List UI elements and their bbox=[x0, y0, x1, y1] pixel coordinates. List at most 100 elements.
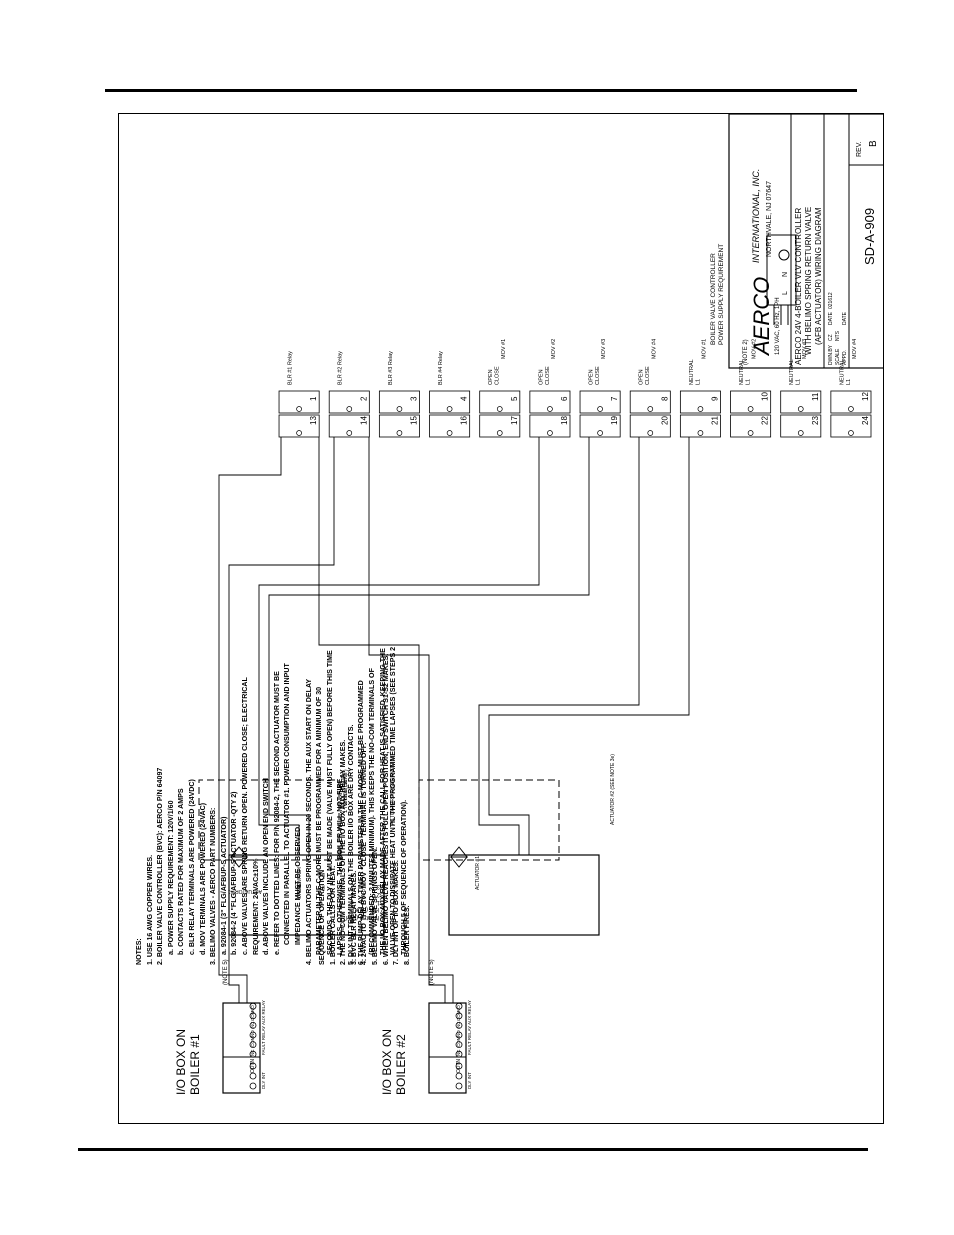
io-terminal-screw-icon bbox=[455, 1002, 463, 1010]
note-line: a. 92084-1 (3" FLG/AFBUP-S ACTUATOR) bbox=[219, 816, 228, 955]
sequence-step: 5. BELIMO VALVE SPRINGS OPEN. bbox=[370, 847, 379, 965]
bvc-terminal-label: L1 bbox=[746, 379, 752, 385]
company-sub: INTERNATIONAL, INC. bbox=[751, 169, 761, 263]
rev-label: REV. bbox=[856, 141, 863, 157]
bvc-screw-icon bbox=[496, 430, 503, 436]
io-box-2-in: IN bbox=[456, 1059, 462, 1064]
actuator-2-label-b: ACTUATOR #2 (SEE NOTE 3e) bbox=[610, 754, 616, 825]
bvc-terminal-label: OPEN bbox=[538, 369, 544, 385]
bvc-terminal-label: OPEN bbox=[639, 369, 645, 385]
bvc-terminal-label: CLOSE bbox=[645, 366, 651, 385]
act2a-neutral: 1 Neutral (WHT) bbox=[343, 769, 349, 813]
act1-s2: S2 bbox=[376, 891, 384, 897]
note-line: e. REFER TO DOTTED LINES: FOR P/N 92084-… bbox=[272, 671, 281, 955]
io-terminal-screw-icon bbox=[249, 1072, 257, 1080]
bvc-terminal-label: L1 bbox=[695, 379, 701, 385]
io-box-2: I/O BOX ON BOILER #2 OUT IN NC COM NO NC… bbox=[380, 959, 472, 1095]
bvc-top-terminal-number: 21 bbox=[711, 416, 720, 425]
io-terminal-screw-icon bbox=[249, 1012, 257, 1020]
wire bbox=[228, 437, 335, 1003]
io-box-2-no: NO bbox=[456, 1030, 461, 1037]
power-supply: BOILER VALVE CONTROLLER POWER SUPPLY REQ… bbox=[710, 234, 797, 355]
bvc-terminal-label: MOV #4 bbox=[852, 339, 858, 359]
io-box-1-nc2: NC bbox=[250, 1021, 255, 1028]
bvc-top-terminal-number: 24 bbox=[861, 416, 870, 425]
actuator-2-label-a: ACTUATOR #2 (SEE NOTE 3e) bbox=[390, 754, 396, 825]
io-terminal-screw-icon bbox=[249, 1050, 257, 1058]
bvc-terminal-label: OPEN bbox=[488, 369, 494, 385]
drawing-number: SD-A-909 bbox=[862, 208, 877, 265]
io-box-1-aux-relay: AUX RELAY bbox=[261, 1000, 266, 1025]
wire bbox=[488, 437, 690, 855]
bvc-screw-icon bbox=[747, 406, 754, 412]
bvc-terminal-label: OPEN bbox=[589, 369, 595, 385]
bvc-bottom-terminal bbox=[579, 390, 621, 414]
bvc-bottom-terminal bbox=[679, 390, 721, 414]
bvc-bottom-terminal-number: 5 bbox=[510, 396, 519, 401]
note-line: c. BLR RELAY TERMINALS ARE POWERED (24VD… bbox=[187, 779, 196, 955]
io-box-2-fault-relay: FAULT RELAY bbox=[467, 1026, 472, 1055]
bvc-screw-icon bbox=[647, 430, 654, 436]
sequence-step: 7. DLY INT OF I/O BOX MAKES. bbox=[392, 860, 401, 965]
bvc-screw-icon bbox=[446, 430, 453, 436]
bvc-screw-icon bbox=[547, 430, 553, 436]
io-terminal-screw-icon bbox=[455, 1031, 463, 1039]
bvc-note2: (NOTE 2) bbox=[743, 339, 749, 365]
power-supply-spec: 120 VAC, 60 Hz, 1PH bbox=[775, 297, 781, 355]
bvc-terminal-label: MOV #3 bbox=[802, 339, 808, 359]
bvc-terminal-label: MOV #2 bbox=[752, 339, 758, 359]
appd-date-label: DATE bbox=[842, 311, 848, 325]
bvc-terminal-label: BLR #3 Relay bbox=[388, 351, 394, 385]
io-box-1-com2: COM bbox=[250, 1010, 255, 1021]
note-line: b. 92084-2 (4 "FLG/AFBUP-S ACTUATOR -QTY… bbox=[230, 791, 239, 955]
actuator-group-2: ACTUATOR #1 ACTUATOR #2 (SEE NOTE 3e) bbox=[418, 754, 616, 936]
dwn-by: CZ bbox=[828, 334, 834, 341]
wire bbox=[268, 437, 590, 855]
io-box-2-com2: COM bbox=[456, 1010, 461, 1021]
note-line: CONNECTED IN PARALLEL TO ACTUATOR #1. PO… bbox=[283, 663, 292, 945]
bvc-screw-icon bbox=[797, 406, 804, 412]
io-terminal-screw-icon bbox=[249, 1062, 257, 1070]
wire bbox=[478, 437, 640, 855]
io-box-2-aux-relay: AUX RELAY bbox=[467, 1000, 472, 1025]
note-line: a. POWER SUPPLY REQUIREMENT: 120V/1/60 bbox=[166, 800, 175, 955]
bvc-terminal-label: MOV #4 bbox=[651, 339, 657, 359]
note-line: d. ABOVE VALVES INCLUDE AN OPEN END SWIT… bbox=[262, 778, 271, 955]
bvc-screw-icon bbox=[346, 430, 353, 436]
bvc-screw-icon bbox=[296, 406, 302, 412]
bvc-terminal-label: MOV #2 bbox=[551, 339, 557, 359]
bvc-bottom-terminal-number: 10 bbox=[761, 392, 770, 401]
note-line: 3. BELIMO VALVES - AERCO PART NUMBERS: bbox=[209, 807, 218, 965]
act1-s1: S1 bbox=[376, 899, 384, 905]
bvc-top-terminal bbox=[328, 414, 370, 438]
sequence-step: 1. BOILER CALLS FOR HEAT. bbox=[328, 865, 337, 965]
bvc-terminal-label: L1 bbox=[796, 379, 802, 385]
bvc-screw-icon bbox=[446, 406, 453, 412]
io-terminal-screw-icon bbox=[455, 1082, 463, 1090]
bvc-screw-icon bbox=[396, 406, 403, 412]
io-box-2-nc2: NC bbox=[456, 1021, 461, 1028]
io-box-2-no2: NO bbox=[456, 1005, 461, 1012]
bvc-terminal-label: MOV #3 bbox=[601, 339, 607, 359]
company-address: NORTHVALE, NJ 07647 bbox=[766, 181, 773, 257]
io-box-2-title-line2: BOILER #2 bbox=[394, 1034, 408, 1095]
title-desc-1: AERCO 24V 4-BOILER VLV CONTROLLER bbox=[794, 208, 803, 365]
wire bbox=[258, 437, 540, 855]
io-box-1-out: OUT bbox=[250, 1062, 256, 1073]
bvc-screw-icon bbox=[346, 406, 353, 412]
bvc-terminal-label: NEUTRAL bbox=[739, 359, 745, 385]
act1-open: OPEN bbox=[297, 884, 303, 899]
bvc-screw-icon bbox=[597, 430, 603, 436]
bvc-bottom-terminal bbox=[479, 390, 521, 414]
note-line: 1. USE 16 AWG COPPER WIRES. bbox=[145, 854, 154, 965]
bvc-bottom-terminal-number: 4 bbox=[460, 396, 469, 401]
bvc-terminal-label: L1 bbox=[846, 379, 852, 385]
bvc-bottom-terminal bbox=[730, 390, 772, 414]
note-line: 2. BOILER VALVE CONTROLLER (BVC): AERCO … bbox=[156, 767, 165, 965]
io-box-1: I/O BOX ON BOILER #1 OUT IN NC COM NO NC… bbox=[174, 959, 266, 1095]
act2a-hot: 2 Hot (BLK) bbox=[343, 774, 349, 805]
bottom-rule bbox=[78, 1148, 868, 1151]
io-box-2-note5: (NOTE 5) bbox=[429, 959, 435, 985]
bvc-terminal-label: CLOSE bbox=[595, 366, 601, 385]
